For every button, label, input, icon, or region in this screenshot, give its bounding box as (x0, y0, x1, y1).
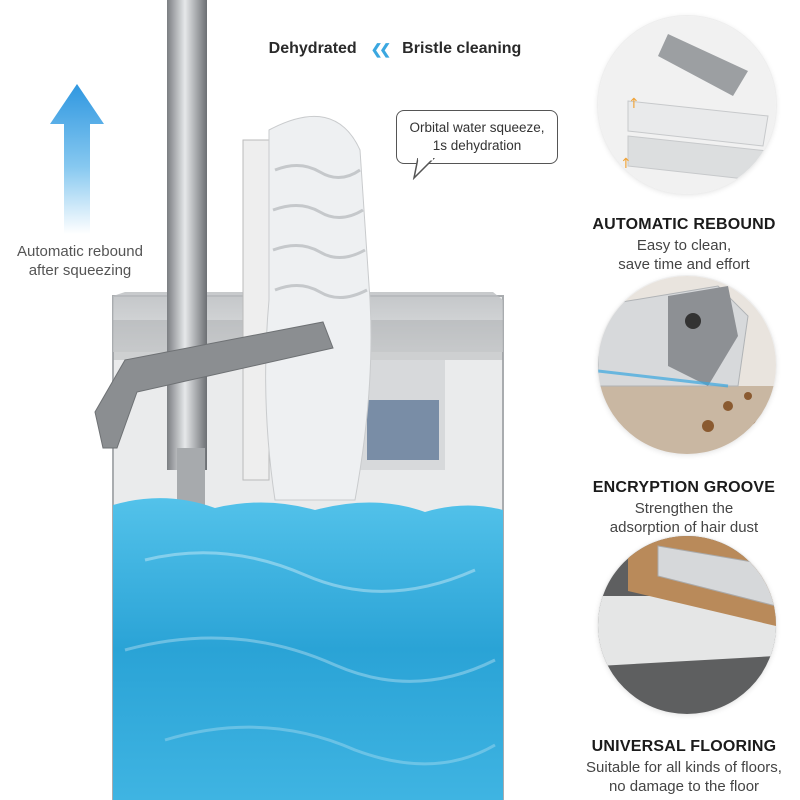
feature-title: AUTOMATIC REBOUND (592, 216, 776, 233)
feature-title: UNIVERSAL FLOORING (591, 738, 777, 755)
feature-image-rebound: ↑ ↑ (598, 16, 776, 194)
mop-bucket-illustration (94, 0, 504, 800)
feature-desc-line1: Suitable for all kinds of floors, (586, 759, 782, 776)
feature-automatic-rebound: AUTOMATIC REBOUND Easy to clean, save ti… (568, 216, 800, 274)
callout-line2: 1s dehydration (432, 138, 522, 153)
feature-image-flooring (598, 536, 776, 714)
feature-desc-line2: adsorption of hair dust (609, 519, 759, 536)
svg-text:↑: ↑ (620, 156, 632, 172)
feature-encryption-groove: ENCRYPTION GROOVE Strengthen the adsorpt… (568, 479, 800, 537)
feature-desc-line1: Strengthen the (634, 500, 734, 517)
rebound-note-line1: Automatic rebound (17, 243, 143, 260)
header-caption: Dehydrated ❮❮ Bristle cleaning (230, 36, 560, 62)
feature-desc-line1: Easy to clean, (636, 237, 732, 254)
feature-image-groove (598, 276, 776, 454)
feature-desc-line2: no damage to the floor (608, 778, 760, 795)
feature-universal-flooring: UNIVERSAL FLOORING Suitable for all kind… (568, 738, 800, 796)
double-chevron-left-icon: ❮❮ (370, 40, 392, 57)
svg-text:↑: ↑ (628, 96, 640, 112)
header-left-label: Dehydrated (268, 40, 357, 57)
callout-bubble: Orbital water squeeze, 1s dehydration (396, 110, 558, 164)
feature-title: ENCRYPTION GROOVE (592, 479, 776, 496)
feature-desc-line2: save time and effort (618, 256, 750, 273)
callout-line1: Orbital water squeeze, (409, 120, 545, 135)
header-right-label: Bristle cleaning (402, 40, 522, 57)
rebound-note-line2: after squeezing (28, 262, 132, 279)
up-arrow-icon (50, 84, 104, 234)
callout-tail (412, 158, 436, 180)
rebound-note: Automatic rebound after squeezing (0, 242, 160, 280)
